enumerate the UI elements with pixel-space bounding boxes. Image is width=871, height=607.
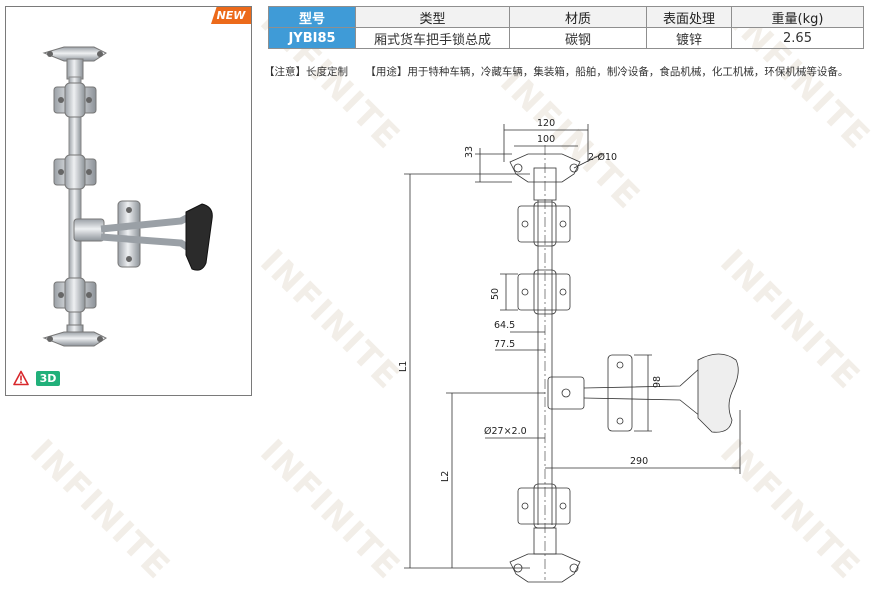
product-photo-panel[interactable]: NEW [5,6,252,396]
col-header-surface: 表面处理 [646,6,732,28]
dim-77-5: 77.5 [494,339,515,350]
col-header-material: 材质 [509,6,647,28]
dim-50: 50 [490,288,501,300]
new-badge: NEW [211,7,251,24]
3d-model-badge[interactable]: 3D [36,371,60,386]
cell-surface: 镀锌 [646,27,732,49]
product-photo [42,46,213,347]
cell-weight: 2.65 [731,27,864,49]
col-header-type: 类型 [355,6,510,28]
col-header-model: 型号 [268,6,356,28]
technical-drawing: 120 100 33 2-Ø10 50 64.5 77.5 L1 98 Ø27×… [398,118,741,583]
table-header-row: 型号 类型 材质 表面处理 重量(kg) [268,6,864,28]
dim-100: 100 [537,134,555,145]
dim-rod: Ø27×2.0 [484,426,527,437]
cell-type: 厢式货车把手锁总成 [355,27,510,49]
dim-120: 120 [537,118,555,129]
note-text: 【注意】长度定制 [264,66,348,78]
dim-64-5: 64.5 [494,320,515,331]
dim-l2: L2 [440,471,451,482]
table-row: JYBI85 厢式货车把手锁总成 碳钢 镀锌 2.65 [268,27,864,49]
dim-290: 290 [630,456,648,467]
dim-holes: 2-Ø10 [588,152,617,163]
notes-line: 【注意】长度定制 【用途】用于特种车辆，冷藏车辆，集装箱，船舶，制冷设备，食品机… [264,64,862,79]
cell-material: 碳钢 [509,27,647,49]
cell-model: JYBI85 [268,27,356,49]
warning-triangle-icon[interactable] [13,370,29,386]
dim-33: 33 [464,146,475,158]
col-header-weight: 重量(kg) [731,6,864,28]
watermark: INFINITE [22,432,179,588]
dim-l1: L1 [398,361,409,372]
usage-text: 【用途】用于特种车辆，冷藏车辆，集装箱，船舶，制冷设备，食品机械，化工机械，环保… [365,66,849,78]
dim-98: 98 [652,376,663,388]
spec-table: 型号 类型 材质 表面处理 重量(kg) JYBI85 厢式货车把手锁总成 碳钢… [268,6,864,49]
